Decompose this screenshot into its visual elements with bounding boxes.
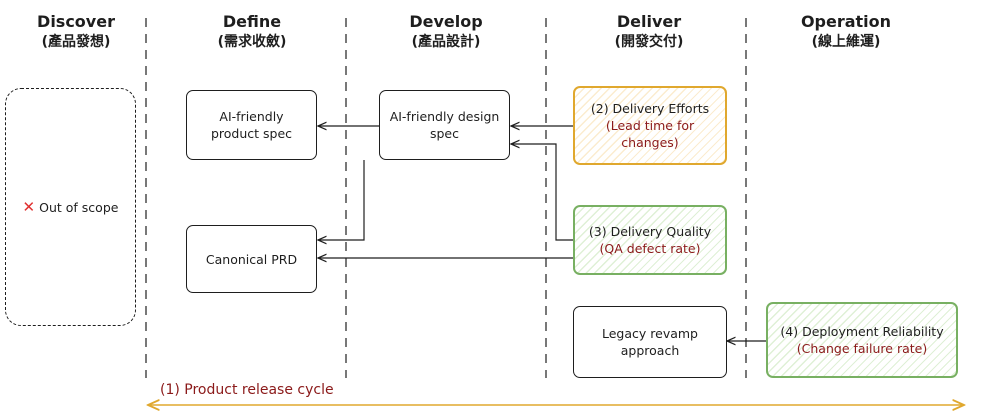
metric-line: changes) [621,135,679,150]
metric-line: (Change failure rate) [796,341,928,356]
phase-title: Discover [37,12,115,31]
phase-subtitle: (開發交付) [614,34,684,50]
phase-subtitle: (線上維運) [811,34,881,50]
out-of-scope-text: Out of scope [39,199,119,215]
box-title: (2) Delivery Efforts [590,101,710,116]
delivery-efforts-box: (2) Delivery Efforts (Lead time for chan… [573,86,727,165]
phase-title: Operation [800,12,892,31]
box-title: (3) Delivery Quality [588,224,712,239]
ai-friendly-design-spec-box: AI-friendly design spec [379,90,510,160]
metric-line: (QA defect rate) [599,241,701,256]
phase-header-develop: Develop (產品設計) [366,12,526,52]
out-of-scope-box: ✕ Out of scope [5,88,136,326]
box-line: AI-friendly design [389,109,500,124]
box-line: Legacy revamp [602,326,698,341]
deployment-reliability-box: (4) Deployment Reliability (Change failu… [766,302,958,378]
metric-line: (Lead time for [605,118,695,133]
phase-header-discover: Discover (產品發想) [0,12,156,52]
arrow-quality-to-design-spec [511,144,573,241]
arrow-design-to-canonical-prd [318,160,365,240]
phase-title: Develop [409,12,483,31]
box-title: (4) Deployment Reliability [780,324,944,339]
phase-header-deliver: Deliver (開發交付) [569,12,729,52]
canonical-prd-box: Canonical PRD [186,225,317,293]
phase-subtitle: (需求收斂) [217,34,287,50]
release-cycle-label: (1) Product release cycle [160,382,334,398]
phase-title: Deliver [616,12,682,31]
phase-header-operation: Operation (線上維運) [766,12,926,52]
phase-title: Define [222,12,282,31]
phase-subtitle: (產品設計) [411,34,481,50]
delivery-quality-box: (3) Delivery Quality (QA defect rate) [573,205,727,275]
ai-friendly-product-spec-box: AI-friendly product spec [186,90,317,160]
phase-header-define: Define (需求收斂) [172,12,332,52]
box-line: Canonical PRD [205,251,298,267]
box-line: AI-friendly [219,109,284,124]
box-line: approach [620,343,680,358]
out-of-scope-label: ✕ Out of scope [22,197,119,216]
box-line: product spec [210,126,293,141]
legacy-revamp-box: Legacy revamp approach [573,306,727,378]
box-line: spec [429,126,459,141]
cross-mark-icon: ✕ [22,197,36,216]
phase-subtitle: (產品發想) [41,34,111,50]
